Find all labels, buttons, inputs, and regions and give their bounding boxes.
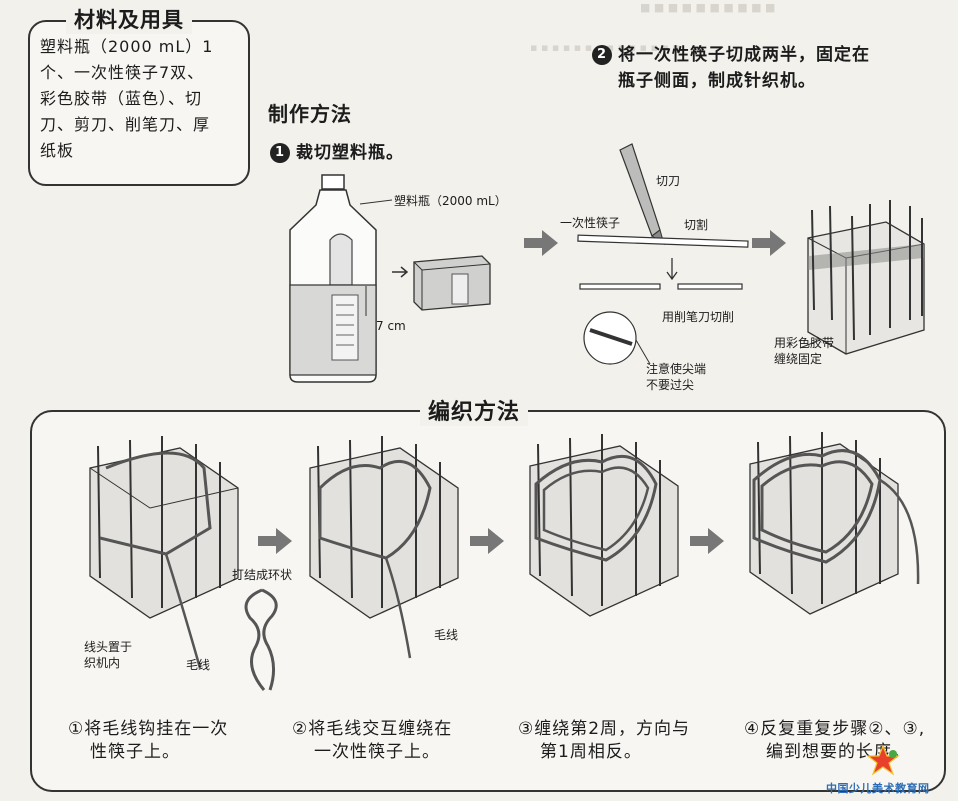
loop-label: 打结成环状 [232, 568, 293, 582]
knife-label: 切刀 [656, 174, 681, 188]
tape-label-line2: 缠绕固定 [774, 352, 823, 366]
weaving-step3-illustration [529, 434, 679, 617]
materials-line: 个、一次性筷子7双、 [40, 63, 205, 82]
step1-heading: 1 裁切塑料瓶。 [270, 138, 404, 163]
bleed-text: ■ ■ ■ ■ ■ ■ ■ ■ ■ ■ [640, 1, 776, 14]
step2-line2: 瓶子侧面，制成针织机。 [618, 71, 816, 91]
materials-line: 彩色胶带（蓝色）、切 [40, 89, 203, 108]
caption-line: 一次性筷子上。 [314, 742, 440, 762]
star-logo-icon [866, 744, 900, 776]
materials-line: 塑料瓶（2000 mL）1 [40, 37, 214, 56]
big-arrow [524, 230, 558, 256]
materials-line: 纸板 [40, 141, 75, 160]
step1-text: 裁切塑料瓶。 [296, 143, 404, 163]
cut-label: 切割 [684, 218, 709, 232]
step2-heading: 2 将一次性筷子切成两半，固定在 [592, 40, 870, 65]
tape-label-line1: 用彩色胶带 [774, 336, 835, 350]
materials-title: 材料及用具 [66, 4, 192, 34]
caption-line: ②将毛线交互缠绕在 [292, 719, 453, 739]
weaving-arrow [690, 528, 724, 554]
caption-line: 第1周相反。 [540, 742, 642, 762]
weaving-caption-2: ②将毛线交互缠绕在 一次性筷子上。 [292, 718, 452, 764]
loop-knot-illustration [244, 588, 278, 691]
weaving-step1-illustration [89, 436, 239, 669]
chopstick-cutting-illustration [577, 143, 749, 365]
step1-number: 1 [270, 143, 290, 163]
weaving-arrow [470, 528, 504, 554]
height-label: 7 cm [376, 319, 406, 333]
step2-line1: 将一次性筷子切成两半，固定在 [618, 45, 870, 65]
materials-line: 刀、剪刀、削笔刀、厚 [40, 115, 211, 134]
method-title: 制作方法 [268, 102, 352, 126]
caption-line: ④反复重复步骤②、③, [744, 719, 926, 739]
cut-bottle-piece [413, 255, 491, 311]
caption-line: ①将毛线钩挂在一次 [68, 719, 229, 739]
weaving-step4-illustration [749, 432, 920, 615]
small-arrow [392, 266, 409, 278]
big-arrow [752, 230, 786, 256]
yarn-label-2: 毛线 [434, 628, 459, 642]
step2-number: 2 [592, 45, 612, 65]
sharpener-label: 用削笔刀切削 [662, 310, 735, 324]
weaving-title: 编织方法 [420, 394, 529, 426]
materials-text: 塑料瓶（2000 mL）1 个、一次性筷子7双、 彩色胶带（蓝色）、切 刀、剪刀… [40, 34, 250, 164]
materials-box [28, 20, 250, 186]
tip-label-line2: 不要过尖 [646, 378, 695, 392]
weaving-arrow [258, 528, 292, 554]
weaving-caption-1: ①将毛线钩挂在一次 性筷子上。 [68, 718, 228, 764]
knitting-loom-illustration [799, 200, 925, 355]
tip-label-line1: 注意使尖端 [646, 362, 707, 376]
bottle-label: 塑料瓶（2000 mL） [394, 194, 507, 208]
caption-line: 性筷子上。 [90, 742, 180, 762]
end-label-line2: 织机内 [84, 656, 121, 670]
yarn-label-1: 毛线 [186, 658, 211, 672]
weaving-step2-illustration [309, 436, 459, 659]
chopstick-label: 一次性筷子 [560, 216, 621, 230]
bottle-illustration [289, 174, 377, 383]
bottle-leader-lines [359, 199, 393, 316]
end-label-line1: 线头置于 [84, 640, 133, 654]
caption-line: ③缠绕第2周，方向与 [518, 719, 691, 739]
watermark-logo-text: 中国少儿美术教育网 [826, 782, 930, 795]
weaving-caption-3: ③缠绕第2周，方向与 第1周相反。 [518, 718, 690, 764]
